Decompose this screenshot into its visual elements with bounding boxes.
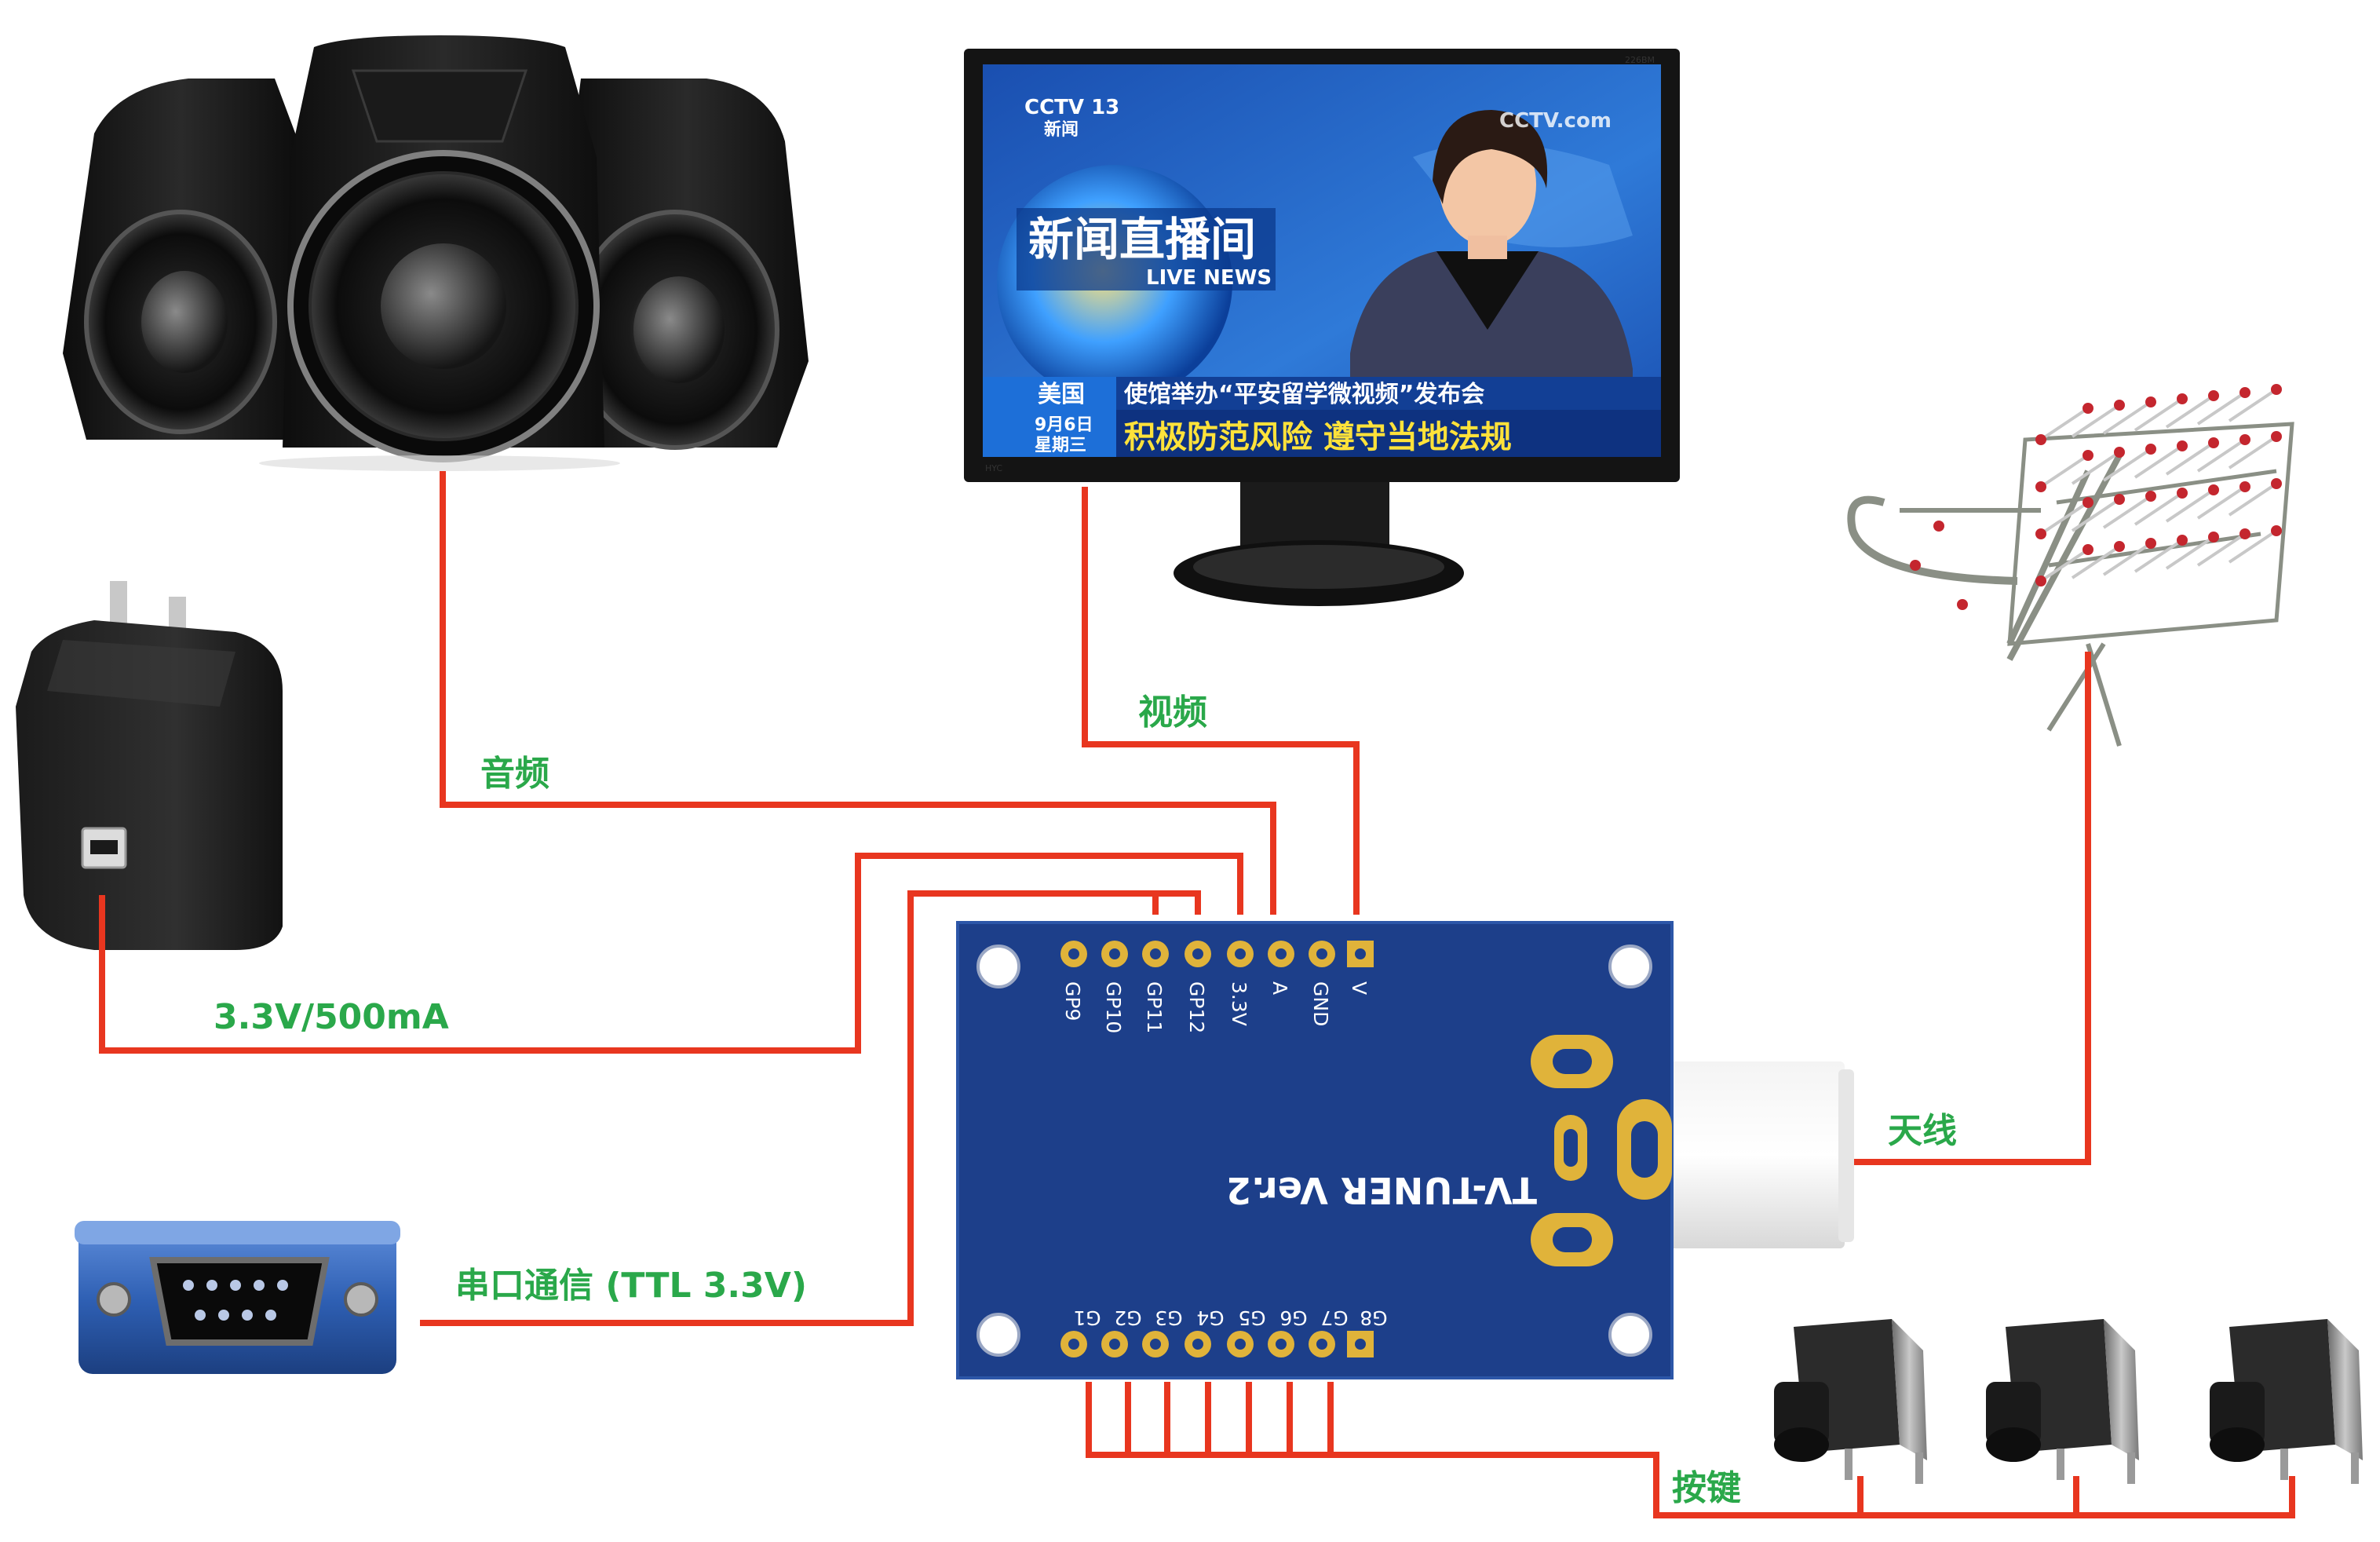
pin-label-a: A <box>1268 981 1291 995</box>
label-antenna: 天线 <box>1888 1111 1957 1151</box>
button-1 <box>1774 1319 1927 1484</box>
tv-brand-logo: CCTV.com <box>1499 109 1612 133</box>
label-power: 3.3V/500mA <box>214 997 449 1037</box>
wire-audio <box>440 471 1276 915</box>
coax-connector-icon <box>1656 1061 1854 1248</box>
pin-label-g4: G4 <box>1196 1306 1224 1329</box>
monitor-icon: 新闻直播间 LIVE NEWS CCTV 13 新闻 CCTV.com 美国 使… <box>964 49 1680 606</box>
tv-ticker-line1: 使馆举办“平安留学微视频”发布会 <box>1123 381 1484 408</box>
pin-label-gp12: GP12 <box>1185 981 1208 1033</box>
board-title: TV-TUNER Ver.2 <box>1226 1169 1537 1211</box>
pin-label-gnd: GND <box>1309 981 1332 1026</box>
pin-label-gp10: GP10 <box>1102 981 1125 1033</box>
pin-label-3v3: 3.3V <box>1228 981 1250 1026</box>
db9-connector-icon <box>75 1221 400 1374</box>
label-serial: 串口通信 (TTL 3.3V) <box>455 1266 807 1306</box>
tv-ticker-line2: 积极防范风险 遵守当地法规 <box>1124 419 1512 455</box>
tv-date-1: 9月6日 <box>1035 415 1093 435</box>
wires <box>99 471 2295 1518</box>
tv-headline-sub: LIVE NEWS <box>1146 266 1272 290</box>
tv-channel-sub: 新闻 <box>1044 119 1079 140</box>
pin-label-g2: G2 <box>1114 1306 1141 1329</box>
speakers-icon <box>63 35 809 471</box>
label-video: 视频 <box>1138 692 1207 733</box>
pin-label-v: V <box>1348 981 1371 995</box>
antenna-icon <box>1847 384 2294 747</box>
pin-label-g5: G5 <box>1238 1306 1265 1329</box>
pin-label-g1: G1 <box>1073 1306 1101 1329</box>
wire-buttons-bus <box>1086 1382 2295 1518</box>
label-audio: 音频 <box>480 754 549 794</box>
wire-power <box>99 853 1243 1054</box>
wire-video <box>1082 487 1360 915</box>
pin-label-g8: G8 <box>1360 1306 1387 1329</box>
monitor-brand: HYC <box>985 463 1002 473</box>
pin-label-gp9: GP9 <box>1061 981 1084 1021</box>
tactile-button-icon <box>1774 1319 2363 1484</box>
tv-ticker-country: 美国 <box>1038 381 1085 408</box>
tv-date-2: 星期三 <box>1035 436 1086 455</box>
pin-label-g3: G3 <box>1155 1306 1182 1329</box>
usb-charger-icon <box>16 581 283 950</box>
monitor-model: 226BM <box>1625 55 1655 65</box>
bottom-header: G1 G2 G3 G4 G5 G6 G7 G8 <box>1060 1306 1388 1357</box>
button-2 <box>1986 1319 2139 1484</box>
news-anchor <box>1350 110 1633 393</box>
tv-channel-logo: CCTV 13 <box>1024 96 1119 119</box>
wire-serial <box>420 890 1201 1326</box>
wire-antenna <box>1849 652 2091 1165</box>
pin-label-g6: G6 <box>1279 1306 1307 1329</box>
top-header: GP9 GP10 GP11 GP12 3.3V A GND V <box>1060 941 1374 1033</box>
tv-tuner-board: TV-TUNER Ver.2 <box>956 921 1674 1379</box>
label-buttons: 按键 <box>1672 1468 1741 1508</box>
button-3 <box>2210 1319 2363 1484</box>
pin-label-gp11: GP11 <box>1143 981 1166 1033</box>
tv-headline: 新闻直播间 <box>1028 213 1256 266</box>
pin-label-g7: G7 <box>1320 1306 1348 1329</box>
